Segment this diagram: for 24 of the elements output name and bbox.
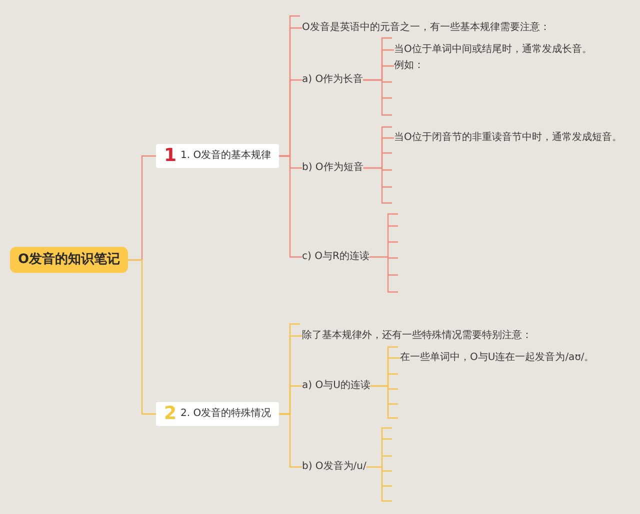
subtopic-label: 在一些单词中，O与U连在一起发音为/aʊ/。: [400, 351, 594, 365]
root-topic: O发音的知识笔记: [10, 246, 128, 274]
subtopic-label: c) O与R的连读: [302, 250, 370, 264]
branch-line: [363, 65, 394, 81]
branch-line: [279, 155, 302, 258]
branch-line: [279, 413, 302, 468]
branch-line: [128, 259, 156, 415]
branch-line: [363, 137, 394, 169]
topic-box: [156, 144, 280, 168]
subtopic-label: b) O发音为/u/: [302, 460, 366, 474]
subtopic-label: 当O位于单词中间或结尾时，通常发成长音。: [394, 43, 592, 57]
subtopic-label: 当O位于闭音节的非重读音节中时，通常发成短音。: [394, 131, 622, 145]
subtopic-label: 例如：: [394, 59, 424, 73]
subtopic-label: b) O作为短音: [302, 161, 364, 175]
branch-line: [370, 357, 400, 387]
priority-number: 2: [164, 405, 177, 423]
subtopic-label: O发音是英语中的元音之一，有一些基本规律需要注意：: [302, 21, 550, 35]
subtopic-label: a) O与U的连读: [302, 379, 370, 393]
subtopic-label: a) O作为长音: [302, 73, 364, 87]
topic-label: 2. O发音的特殊情况: [180, 409, 272, 419]
topic-box: [156, 402, 280, 426]
topic-label: 1. O发音的基本规律: [180, 151, 272, 161]
priority-number: 1: [164, 147, 177, 165]
subtopic-label: 除了基本规律外，还有一些特殊情况需要特别注意：: [302, 329, 532, 343]
